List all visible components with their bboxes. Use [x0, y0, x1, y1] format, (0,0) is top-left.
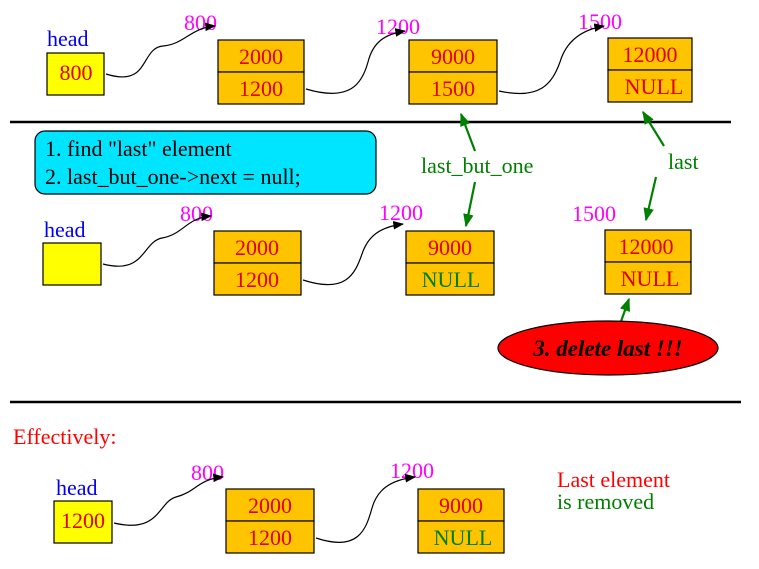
delete-last-badge: 3. delete last !!!: [497, 297, 719, 376]
last-but-one-arrow-down: [463, 181, 477, 228]
bottom-head-value: 1200: [61, 508, 105, 533]
top-head-arrow: [105, 22, 217, 78]
delete-last-text: 3. delete last !!!: [532, 336, 683, 361]
top-node2-next: 1500: [431, 76, 475, 101]
middle-head-box: [42, 242, 102, 286]
top-node3-next: NULL: [625, 74, 684, 99]
middle-node2-value: 9000: [428, 235, 472, 260]
bottom-node2-next: NULL: [434, 525, 493, 550]
top-node3-value: 12000: [623, 42, 678, 67]
bottom-node2-addr: 1200: [390, 458, 434, 483]
top-node1: [217, 39, 305, 105]
top-head-box: [46, 52, 105, 96]
bottom-node1: [225, 488, 315, 554]
step-2-text: 2. last_but_one->next = null;: [45, 164, 301, 189]
bottom-list: head 1200 800 2000 1200 1200 9000 NULL: [53, 458, 505, 554]
last-but-one-arrow-up: [459, 112, 477, 152]
top-node2: [408, 39, 498, 105]
effectively-label: Effectively:: [13, 424, 116, 449]
bottom-head-box: [53, 500, 113, 544]
middle-node1-arrow: [302, 220, 405, 286]
middle-head-arrow: [102, 212, 213, 267]
middle-node1-next: 1200: [235, 267, 279, 292]
note-line-2: is removed: [557, 489, 654, 514]
top-node2-arrow: [498, 23, 606, 95]
middle-head-label: head: [44, 217, 86, 242]
bottom-node2: [417, 488, 505, 554]
top-head-value: 800: [60, 60, 93, 85]
top-node1-value: 2000: [239, 44, 283, 69]
middle-node2: [405, 230, 495, 296]
middle-node3-addr: 1500: [572, 201, 616, 226]
bottom-node1-arrow: [315, 473, 417, 543]
top-node2-value: 9000: [431, 44, 475, 69]
top-node2-addr: 1200: [376, 14, 420, 39]
top-node3: [607, 37, 693, 103]
middle-node1-addr: 800: [180, 201, 213, 226]
step-1-text: 1. find "last" element: [45, 136, 232, 161]
bottom-node1-addr: 800: [191, 460, 224, 485]
middle-node3-value: 12000: [619, 234, 674, 259]
last-arrow-up: [642, 110, 665, 147]
middle-node2-addr: 1200: [379, 200, 423, 225]
top-node1-next: 1200: [239, 76, 283, 101]
bottom-node1-value: 2000: [248, 493, 292, 518]
middle-node3-next: NULL: [621, 266, 680, 291]
steps-box: 1. find "last" element 2. last_but_one->…: [34, 130, 377, 195]
top-node1-addr: 800: [184, 10, 217, 35]
last-but-one-label: last_but_one: [421, 153, 533, 178]
middle-node1: [213, 230, 302, 296]
middle-node1-value: 2000: [235, 235, 279, 260]
bottom-head-label: head: [56, 475, 98, 500]
top-list: head 800 800 2000 1200 1200 9000 1500 15…: [46, 9, 693, 105]
top-head-label: head: [47, 26, 89, 51]
middle-node2-next: NULL: [422, 267, 481, 292]
bottom-head-arrow: [113, 473, 225, 526]
last-label: last: [668, 149, 699, 174]
bottom-node1-next: 1200: [248, 525, 292, 550]
top-node1-arrow: [305, 28, 407, 94]
top-node3-addr: 1500: [578, 9, 622, 34]
note-line-1: Last element: [557, 467, 670, 492]
last-arrow-down: [643, 176, 658, 222]
bottom-node2-value: 9000: [439, 493, 483, 518]
middle-node3: [604, 229, 692, 295]
middle-list: head 800 2000 1200 1200 9000 NULL 1500 1…: [42, 200, 692, 296]
